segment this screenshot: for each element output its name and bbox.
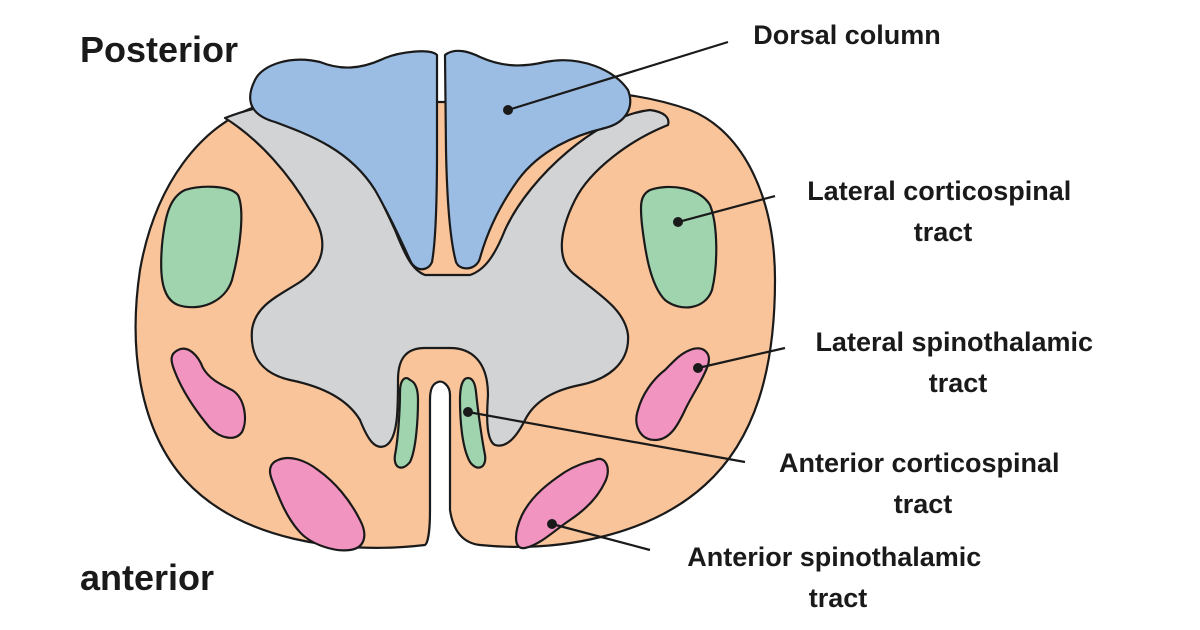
label-anterior-spinothalamic: Anterior spinothalamic tract [687,542,989,613]
label-lateral-spinothalamic: Lateral spinothalamic tract [815,327,1100,398]
label-dorsal-column: Dorsal column [753,20,941,50]
label-anterior-corticospinal: Anterior corticospinal tract [779,448,1067,519]
anterior-corticospinal-tract-left [393,377,420,469]
label-lateral-corticospinal: Lateral corticospinal tract [807,176,1079,247]
leader-dorsal-column [503,40,729,115]
leader-anterior-spinothalamic [547,519,651,552]
anterior-spinothalamic-tract-right [514,457,609,550]
leader-lateral-spinothalamic [693,346,786,373]
gray-matter [223,101,670,448]
lateral-spinothalamic-tract-left [170,347,247,439]
leader-anterior-corticospinal [463,407,746,464]
lateral-corticospinal-tract-left [160,185,243,309]
dorsal-column-left [249,50,439,271]
orientation-posterior: Posterior [80,29,238,70]
anterior-corticospinal-tract-right [458,376,487,469]
anterior-spinothalamic-tract-left [268,456,366,552]
dorsal-column-right [443,49,632,270]
leader-lateral-corticospinal [673,194,776,227]
orientation-anterior: anterior [80,557,214,598]
